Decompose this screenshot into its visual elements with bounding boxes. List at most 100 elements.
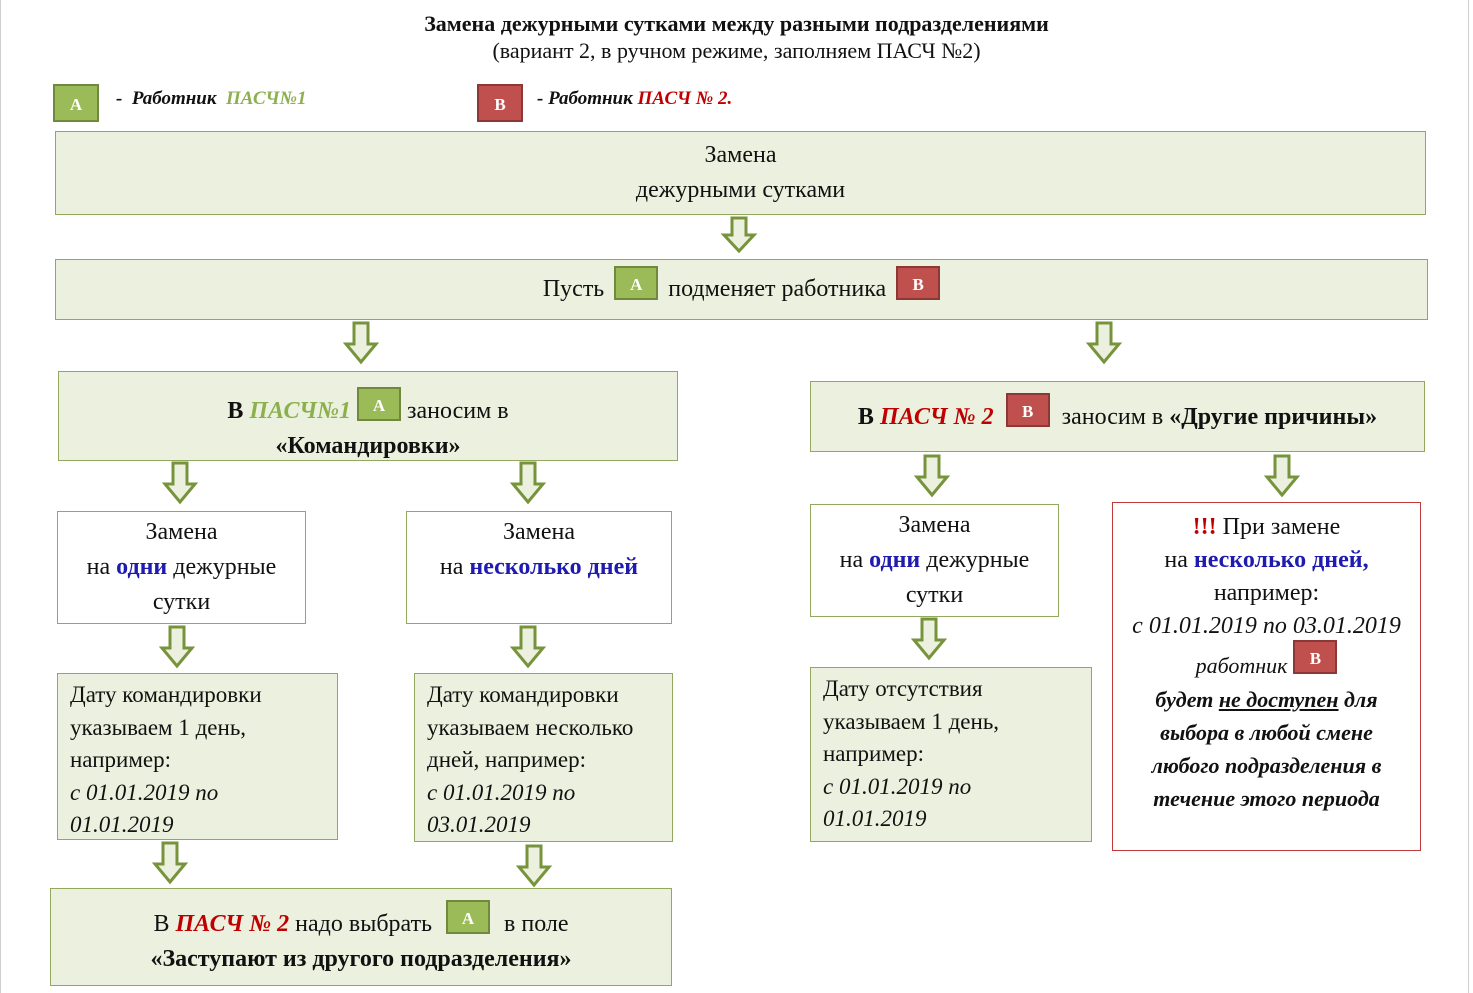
left-header-box: В ПАСЧ№1 А заносим в «Командировки»	[58, 371, 678, 461]
left-detail2-from: с 01.01.2019	[427, 779, 547, 805]
right-header-prefix: В	[857, 404, 874, 430]
warning-highlight: несколько дней,	[1193, 547, 1369, 573]
warning-unavailable: не доступен	[1218, 687, 1339, 712]
arrow-down-icon	[720, 216, 758, 254]
right-header-reason: «Другие причины»	[1169, 404, 1378, 430]
arrow-down-icon	[158, 625, 196, 669]
warning-line6-pre: будет	[1155, 687, 1214, 712]
left-detail2-to-word: по	[552, 779, 576, 805]
arrow-down-icon	[342, 321, 380, 365]
right-detail-line3: например:	[823, 741, 924, 766]
right-frame-line	[1468, 0, 1469, 993]
arrow-down-icon	[1263, 454, 1301, 498]
left-detail1-to: 01.01.2019	[70, 812, 174, 837]
left-header-unit: ПАСЧ№1	[249, 398, 352, 424]
arrow-down-icon	[151, 841, 189, 885]
right-one-day-line1: Замена	[898, 512, 971, 538]
arrow-down-icon	[509, 625, 547, 669]
left-frame-line	[0, 0, 1, 993]
arrow-down-icon	[1085, 321, 1123, 365]
legend-b: В	[477, 84, 523, 122]
badge-b: В	[1005, 393, 1050, 428]
right-detail-to-word: по	[948, 773, 972, 799]
left-one-day-post: дежурные	[173, 554, 277, 580]
warning-line7: выбора в любой смене	[1160, 720, 1373, 745]
left-detail1-line3: например:	[70, 747, 171, 772]
left-header-line2: «Командировки»	[275, 433, 461, 459]
warning-line8: любого подразделения в	[1151, 753, 1382, 778]
left-one-day-box: Замена на одни дежурные сутки	[57, 511, 306, 624]
right-one-day-pre: на	[839, 547, 864, 573]
left-several-days-detail: Дату командировки указываем несколько дн…	[414, 673, 673, 842]
left-detail2-line1: Дату командировки	[427, 682, 619, 707]
right-header-suffix: заносим в	[1061, 404, 1164, 430]
second-box: Пусть А подменяет работника В	[55, 259, 1428, 320]
left-header-prefix: В	[227, 398, 244, 424]
bottom-mid: надо выбрать	[295, 911, 433, 937]
left-one-day-line1: Замена	[145, 519, 218, 545]
diagram-subtitle: (вариант 2, в ручном режиме, заполняем П…	[492, 38, 981, 63]
legend-a-unit: ПАСЧ№1	[225, 88, 307, 109]
legend-a-prefix: Работник	[131, 88, 217, 109]
left-detail1-line1: Дату командировки	[70, 682, 262, 707]
bottom-prefix: В	[153, 911, 170, 937]
legend-b-prefix: - Работник	[537, 88, 633, 109]
warning-dates: с 01.01.2019 по 03.01.2019	[1132, 613, 1401, 639]
diagram-title: Замена дежурными сутками между разными п…	[0, 11, 1473, 37]
badge-b: В	[1293, 640, 1338, 675]
left-detail1-line2: указываем 1 день,	[70, 714, 247, 740]
left-several-pre: на	[439, 554, 464, 580]
legend-b-text: - Работник ПАСЧ № 2.	[537, 88, 732, 110]
left-detail2-line2: указываем несколько	[427, 714, 634, 740]
bottom-suffix: в поле	[504, 911, 569, 937]
arrow-down-icon	[515, 844, 553, 888]
top-box-line1: Замена	[704, 142, 777, 168]
arrow-down-icon	[509, 461, 547, 505]
bottom-field-name: «Заступают из другого подразделения»	[150, 946, 572, 972]
legend-a-dash: -	[116, 88, 123, 109]
badge-b: В	[896, 266, 941, 301]
warning-marks: !!!	[1192, 514, 1217, 540]
arrow-down-icon	[161, 461, 199, 505]
title-line1: Замена дежурными сутками между разными п…	[424, 11, 1049, 36]
left-detail1-to-word: по	[195, 779, 219, 805]
right-one-day-detail: Дату отсутствия указываем 1 день, наприм…	[810, 667, 1092, 842]
right-one-day-line3: сутки	[905, 582, 964, 608]
bottom-box: В ПАСЧ № 2 надо выбрать А в поле «Заступ…	[50, 888, 672, 986]
right-detail-line1: Дату отсутствия	[823, 676, 983, 701]
left-several-days-box: Замена на несколько дней	[406, 511, 672, 624]
second-box-part1: Пусть	[542, 276, 605, 302]
right-detail-to: 01.01.2019	[823, 806, 927, 831]
left-header-suffix: заносим в	[407, 398, 509, 424]
right-header-box: В ПАСЧ № 2 В заносим в «Другие причины»	[810, 381, 1425, 452]
legend-a: А	[53, 84, 99, 122]
right-one-day-highlight: одни	[869, 547, 921, 573]
warning-box: !!! При замене на несколько дней, наприм…	[1112, 502, 1421, 851]
warning-line3: например:	[1213, 580, 1320, 606]
warning-line1: При замене	[1222, 514, 1341, 540]
badge-b: В	[477, 84, 523, 122]
top-box-line2: дежурными сутками	[635, 177, 846, 203]
arrow-down-icon	[913, 454, 951, 498]
left-detail2-line3: дней, например:	[427, 747, 587, 772]
badge-a: А	[357, 387, 402, 422]
badge-a: А	[614, 266, 659, 301]
left-one-day-line3: сутки	[152, 589, 211, 615]
left-one-day-pre: на	[86, 554, 111, 580]
arrow-down-icon	[910, 617, 948, 661]
warning-worker: работник	[1195, 653, 1288, 678]
badge-a: А	[53, 84, 99, 122]
right-detail-from: с 01.01.2019	[823, 773, 943, 799]
legend-a-text: - Работник ПАСЧ№1	[116, 88, 306, 110]
warning-line9: течение этого периода	[1153, 786, 1380, 811]
second-box-part2: подменяет работника	[668, 276, 887, 302]
left-one-day-highlight: одни	[116, 554, 168, 580]
warning-line6-post: для	[1344, 687, 1378, 712]
right-one-day-box: Замена на одни дежурные сутки	[810, 504, 1059, 617]
bottom-unit: ПАСЧ № 2	[175, 911, 290, 937]
left-detail2-to: 03.01.2019	[427, 812, 531, 837]
left-several-highlight: несколько дней	[469, 554, 639, 580]
left-several-line1: Замена	[502, 519, 575, 545]
left-detail1-from: с 01.01.2019	[70, 779, 190, 805]
left-one-day-detail: Дату командировки указываем 1 день, напр…	[57, 673, 338, 840]
